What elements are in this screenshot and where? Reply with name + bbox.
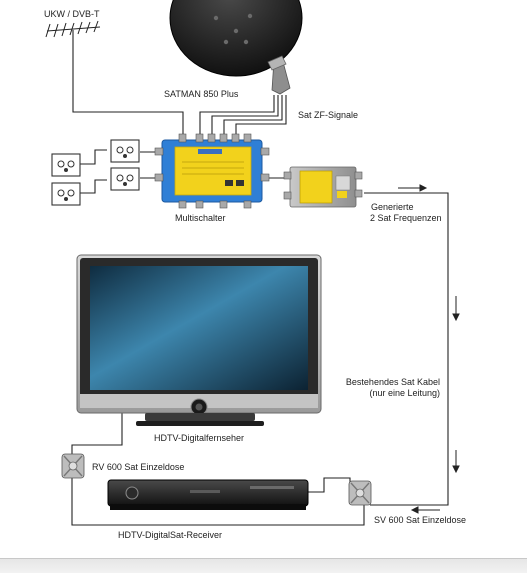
label-rv-socket: RV 600 Sat Einzeldose [92, 462, 185, 472]
wall-socket-icon [110, 139, 140, 163]
rv-socket-device [61, 453, 85, 479]
wall-socket-icon [51, 153, 81, 177]
label-generated-line1: Generierte [371, 202, 414, 212]
satellite-dish-icon [169, 0, 303, 77]
multiswitch-device [154, 133, 270, 209]
footer-divider [0, 558, 527, 573]
label-multiswitch: Multischalter [175, 213, 226, 223]
label-antenna-terrestrial: UKW / DVB-T [44, 9, 100, 19]
sv-socket-device [348, 480, 372, 506]
label-existing-cable-line1: Bestehendes Sat Kabel [345, 377, 440, 387]
label-if-signals: Sat ZF-Signale [298, 110, 359, 120]
receiver-device [107, 479, 309, 510]
label-generated-line2: 2 Sat Frequenzen [370, 213, 442, 223]
label-tv: HDTV-Digitalfernseher [154, 433, 245, 443]
label-receiver: HDTV-DigitalSat-Receiver [118, 530, 223, 540]
antenna-icon [45, 20, 101, 38]
label-dish: SATMAN 850 Plus [164, 89, 239, 99]
wall-socket-icon [110, 167, 140, 191]
tv-device [76, 254, 322, 426]
lnb-icon [267, 55, 291, 95]
frequency-converter-device [283, 166, 363, 208]
label-sv-socket: SV 600 Sat Einzeldose [374, 515, 467, 525]
arrow-icon [398, 184, 460, 514]
label-existing-cable-line2: (nur eine Leitung) [369, 388, 440, 398]
wall-socket-icon [51, 182, 81, 206]
